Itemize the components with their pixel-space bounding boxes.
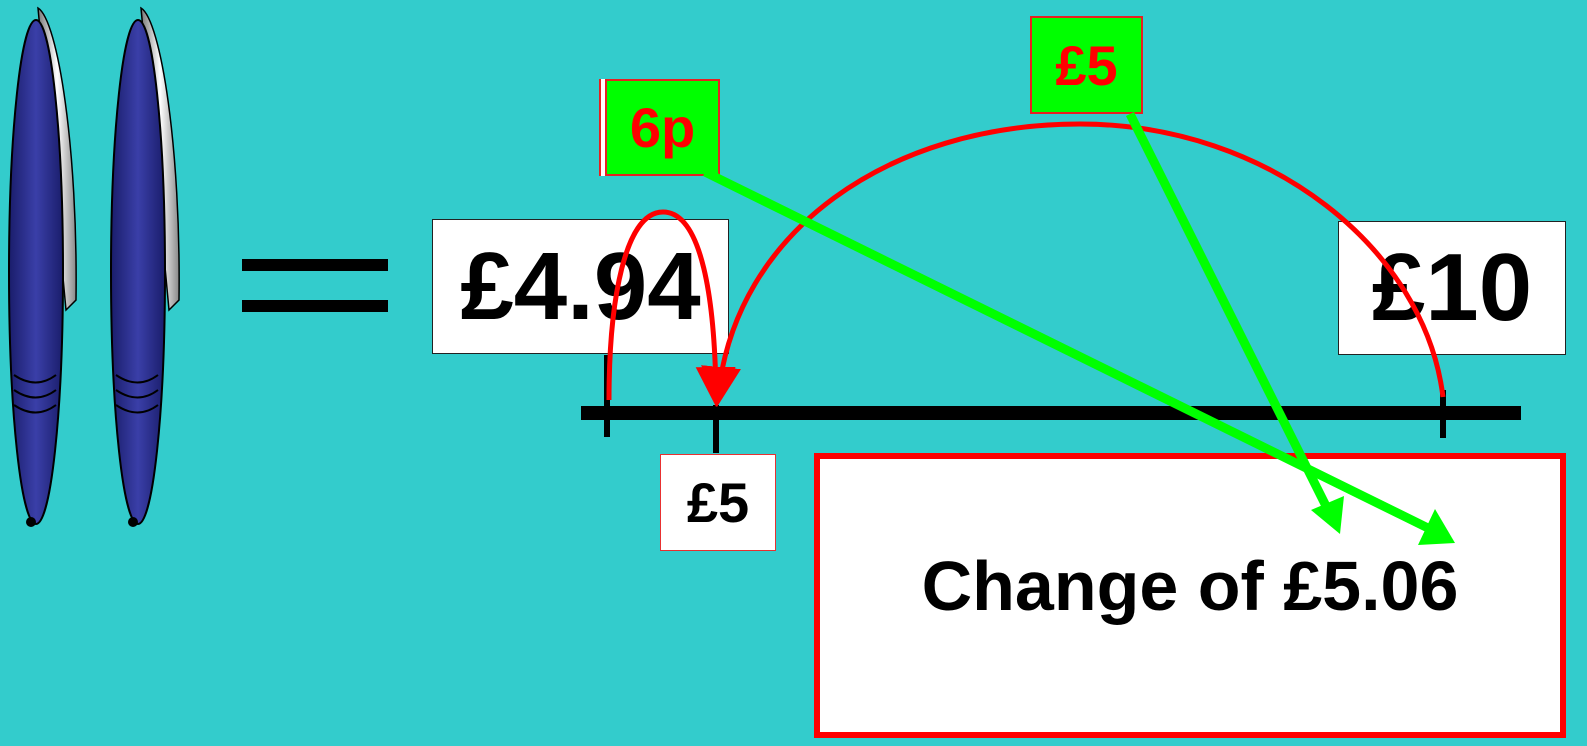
equals-icon	[242, 259, 388, 312]
change-result-text: Change of £5.06	[921, 546, 1459, 625]
number-line	[581, 355, 1521, 453]
price-label: £4.94	[432, 219, 729, 354]
amount-paid-label: £10	[1338, 221, 1566, 355]
change-result-box: Change of £5.06	[814, 453, 1566, 738]
jump-large-label: £5	[1030, 16, 1143, 114]
coin-icon	[110, 6, 180, 527]
jump-small-label: 6p	[605, 79, 720, 176]
number-line-mark-label: £5	[660, 454, 776, 551]
coin-icon	[8, 6, 77, 527]
